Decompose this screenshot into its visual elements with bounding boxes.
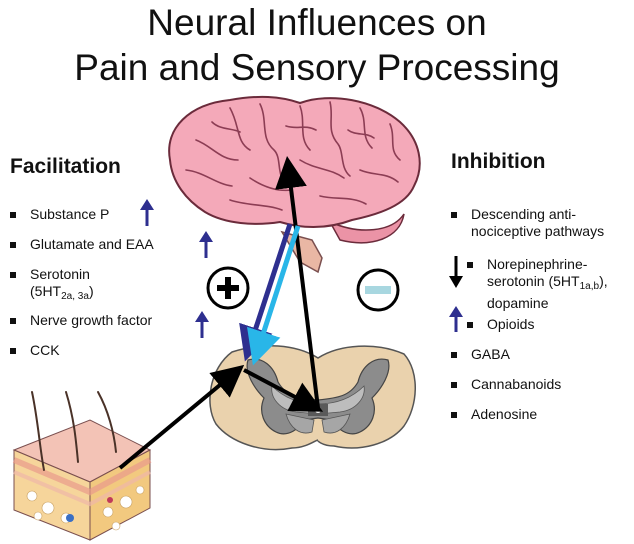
bullet-icon [467,322,473,328]
list-item-label: Serotonin (5HT2a, 3a) [30,266,94,305]
bullet-icon [10,318,16,324]
plus-circle-icon [206,266,250,310]
up-arrow-icon [449,306,463,332]
down-arrow-icon [449,256,463,288]
list-item-label-end: ) [88,283,94,299]
list-item-label: Descending anti- nociceptive pathways [471,206,604,240]
skin-cross-section [12,391,152,541]
up-arrow-icon [140,199,154,226]
list-item-label-subscript: 1a,b [579,281,600,292]
up-arrow-icon [199,231,213,258]
list-item-label: Adenosine [471,406,538,422]
list-item-label: GABA [471,346,510,362]
bullet-icon [451,212,457,218]
bullet-icon [10,242,16,248]
list-item-label: Cannabanoids [471,376,562,392]
list-item-label-line3: dopamine [487,295,549,311]
bullet-icon [451,382,457,388]
list-item-label: Substance P [30,206,110,222]
title-line-1: Neural Influences on [147,2,487,43]
bullet-icon [10,212,16,218]
list-item-label: Norepinephrine- serotonin (5HT1a,b), dop… [487,256,608,312]
up-arrow-icon [195,311,209,338]
bullet-icon [451,412,457,418]
bullet-icon [451,352,457,358]
ascending-arrow-to-brain [275,156,320,409]
list-item-label-subscript: 2a, 3a [61,291,89,302]
facilitation-heading: Facilitation [10,155,121,178]
list-item-label: Nerve growth factor [30,312,153,328]
list-item-label: Glutamate and EAA [30,236,154,252]
minus-circle-icon [356,268,400,312]
list-item-label-line2: serotonin (5HT [487,273,580,289]
page-title: Neural Influences on Pain and Sensory Pr… [0,0,634,90]
bullet-icon [10,272,16,278]
list-item-label-line1: Serotonin [30,266,90,282]
inhibition-heading: Inhibition [451,150,546,173]
list-item-label-line1: Norepinephrine- [487,256,588,272]
list-item-label: Opioids [487,316,535,332]
list-item-label-line2: (5HT [30,283,62,299]
descending-arrow-light [247,225,301,366]
descending-arrow-dark [239,223,293,362]
title-line-2: Pain and Sensory Processing [74,47,560,88]
ascending-arrow-cord-to-dorsal [243,368,324,412]
list-item-label: CCK [30,342,60,358]
bullet-icon [467,262,473,268]
bullet-icon [10,348,16,354]
ascending-arrow-skin-to-cord [118,364,245,470]
list-item-label-line2: nociceptive pathways [471,223,605,239]
list-item-label-end: ), [599,273,608,289]
list-item-label-line1: Descending anti- [471,206,577,222]
